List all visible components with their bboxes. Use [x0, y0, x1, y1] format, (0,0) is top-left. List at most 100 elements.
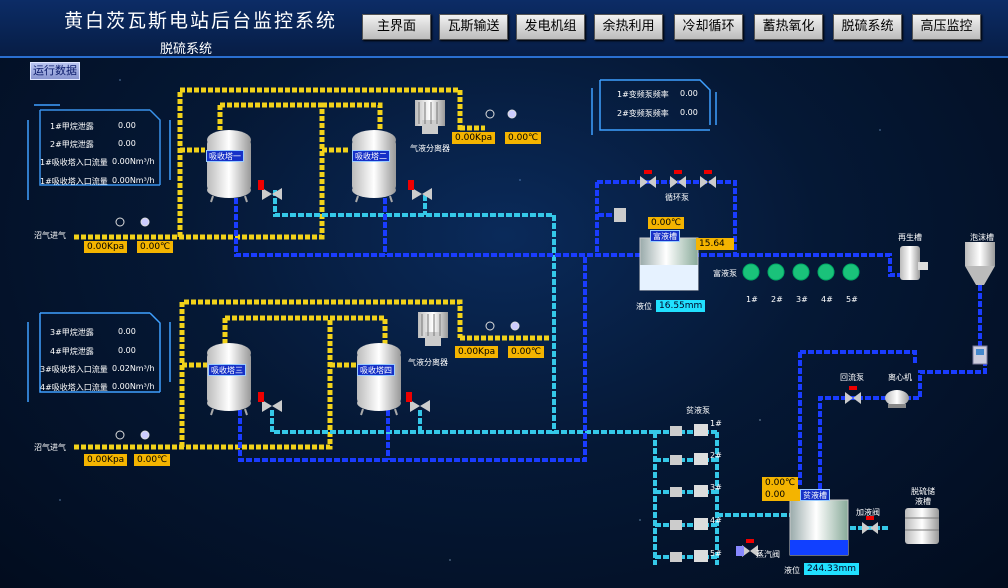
centrifuge[interactable] [885, 390, 909, 408]
nav-desulfurization-button[interactable]: 脱硫系统 [833, 14, 902, 40]
panel1-row3-value: 0.00Nm³/h [112, 157, 155, 166]
inlet2-pressure: 0.00Kpa [84, 454, 128, 466]
panel3-row1-value: 0.00 [680, 89, 698, 98]
panel1-row3-label: 1#吸收塔入口流量 [40, 158, 108, 167]
inlet2-temperature: 0.00℃ [134, 454, 171, 466]
return-pump-label: 回流泵 [840, 373, 864, 382]
cyan-pipes [270, 190, 890, 565]
panel1-row1-value: 0.00 [118, 121, 136, 130]
rich-pump-5-label: 5# [846, 295, 858, 304]
nav-oxidation-button[interactable]: 蓄热氧化 [754, 14, 823, 40]
lean-pump-valves[interactable] [670, 424, 708, 562]
panel1-row2-label: 2#甲烷泄露 [50, 140, 94, 149]
centrifuge-label: 离心机 [888, 373, 912, 382]
rich-liquid-tank[interactable] [639, 237, 699, 291]
blue-pipes [234, 180, 987, 540]
header-bar: 黄白茨瓦斯电站后台监控系统 脱硫系统 主界面 瓦斯输送 发电机组 余热利用 冷却… [0, 0, 1008, 58]
lean-pump-1-label: 1# [710, 419, 722, 428]
steam-valve-heater[interactable] [736, 546, 744, 556]
panel3-row1-label: 1#变频泵频率 [617, 90, 669, 99]
regeneration-tank-label: 再生槽 [898, 233, 922, 242]
separator1-label: 气液分离器 [410, 144, 450, 153]
tower2-label: 吸收塔二 [352, 150, 390, 162]
lean-tank-level: 244.33mm [804, 563, 860, 575]
panel1-row1-label: 1#甲烷泄露 [50, 122, 94, 131]
nav-cooling-button[interactable]: 冷却循环 [674, 14, 743, 40]
foam-tank-label: 泡沫槽 [970, 233, 994, 242]
valves[interactable] [258, 170, 878, 557]
absorber-tower-1[interactable] [207, 130, 251, 203]
panel-frames [27, 79, 717, 402]
nav-waste-heat-button[interactable]: 余热利用 [594, 14, 663, 40]
panel1-row4-label: 1#吸收塔入口流量 [40, 177, 108, 186]
tower3-label: 吸收塔三 [208, 364, 246, 376]
circulation-pump-label: 循环泵 [665, 193, 689, 202]
rich-tank-value: 15.64 [696, 238, 734, 250]
rich-tank-temperature: 0.00℃ [648, 217, 685, 229]
nav-generator-button[interactable]: 发电机组 [516, 14, 585, 40]
inlet1-pressure: 0.00Kpa [84, 241, 128, 253]
control-box [972, 345, 988, 365]
desulfurization-tank-label: 脱硫储液槽 [911, 487, 935, 506]
lean-pump-label: 贫液泵 [686, 406, 710, 415]
separator1-pressure: 0.00Kpa [452, 132, 496, 144]
rich-pump-2-label: 2# [771, 295, 783, 304]
page-subtitle: 脱硫系统 [160, 42, 213, 57]
rich-pump-4-label: 4# [821, 295, 833, 304]
panel1-row4-value: 0.00Nm³/h [112, 176, 155, 185]
regeneration-tank[interactable] [900, 246, 928, 280]
panel2-row1-value: 0.00 [118, 327, 136, 336]
rich-tank-label: 富液槽 [650, 230, 680, 242]
gas-liquid-separator-1[interactable] [415, 100, 445, 134]
rich-pumps[interactable] [742, 263, 860, 281]
panel2-row2-label: 4#甲烷泄露 [50, 347, 94, 356]
gas-liquid-separator-2[interactable] [418, 312, 448, 346]
nav-gas-transport-button[interactable]: 瓦斯输送 [439, 14, 508, 40]
separator2-label: 气液分离器 [408, 358, 448, 367]
panel2-row3-label: 3#吸收塔入口流量 [40, 365, 108, 374]
desulfurization-storage-tank[interactable] [905, 508, 939, 544]
lean-pump-5-label: 5# [710, 549, 722, 558]
absorber-tower-3[interactable] [207, 343, 251, 416]
panel3-row2-label: 2#变频泵频率 [617, 109, 669, 118]
rich-pump-1-label: 1# [746, 295, 758, 304]
gas-inlet2-label: 沼气进气 [34, 443, 66, 452]
lean-tank-level-label: 液位 [784, 566, 800, 575]
foam-tank[interactable] [965, 242, 995, 285]
panel2-row2-value: 0.00 [118, 346, 136, 355]
tower4-label: 吸收塔四 [357, 364, 395, 376]
absorber-tower-4[interactable] [357, 343, 401, 416]
steam-valve-label: 蒸汽阀 [756, 550, 780, 559]
lean-tank-temperature: 0.00℃ [762, 477, 799, 489]
rich-tank-level: 16.55mm [656, 300, 706, 312]
gas-pipes [74, 87, 550, 450]
lean-tank-value: 0.00 [762, 489, 800, 501]
panel2-row4-value: 0.00Nm³/h [112, 382, 155, 391]
nav-main-button[interactable]: 主界面 [362, 14, 431, 40]
inlet1-temperature: 0.00℃ [137, 241, 174, 253]
separator2-pressure: 0.00Kpa [455, 346, 499, 358]
tower1-label: 吸收塔一 [206, 150, 244, 162]
nav-high-voltage-button[interactable]: 高压监控 [912, 14, 981, 40]
run-data-button[interactable]: 运行数据 [30, 62, 80, 80]
panel2-row1-label: 3#甲烷泄露 [50, 328, 94, 337]
circulation-pump[interactable] [614, 208, 626, 222]
lean-pump-3-label: 3# [710, 483, 722, 492]
panel2-row4-label: 4#吸收塔入口流量 [40, 383, 108, 392]
pressure-gauges [115, 109, 520, 440]
separator2-temperature: 0.00℃ [508, 346, 545, 358]
lean-pump-4-label: 4# [710, 516, 722, 525]
rich-tank-level-label: 液位 [636, 302, 652, 311]
gas-inlet1-label: 沼气进气 [34, 231, 66, 240]
lean-liquid-tank[interactable] [789, 499, 849, 556]
absorber-tower-2[interactable] [352, 130, 396, 203]
rich-pump-label: 富液泵 [713, 269, 737, 278]
panel3-row2-value: 0.00 [680, 108, 698, 117]
panel2-row3-value: 0.02Nm³/h [112, 364, 155, 373]
lean-pump-2-label: 2# [710, 451, 722, 460]
separator1-temperature: 0.00℃ [505, 132, 542, 144]
page-title: 黄白茨瓦斯电站后台监控系统 [64, 10, 338, 32]
lean-tank-label: 贫液槽 [800, 489, 830, 501]
add-valve-label: 加液阀 [856, 508, 880, 517]
